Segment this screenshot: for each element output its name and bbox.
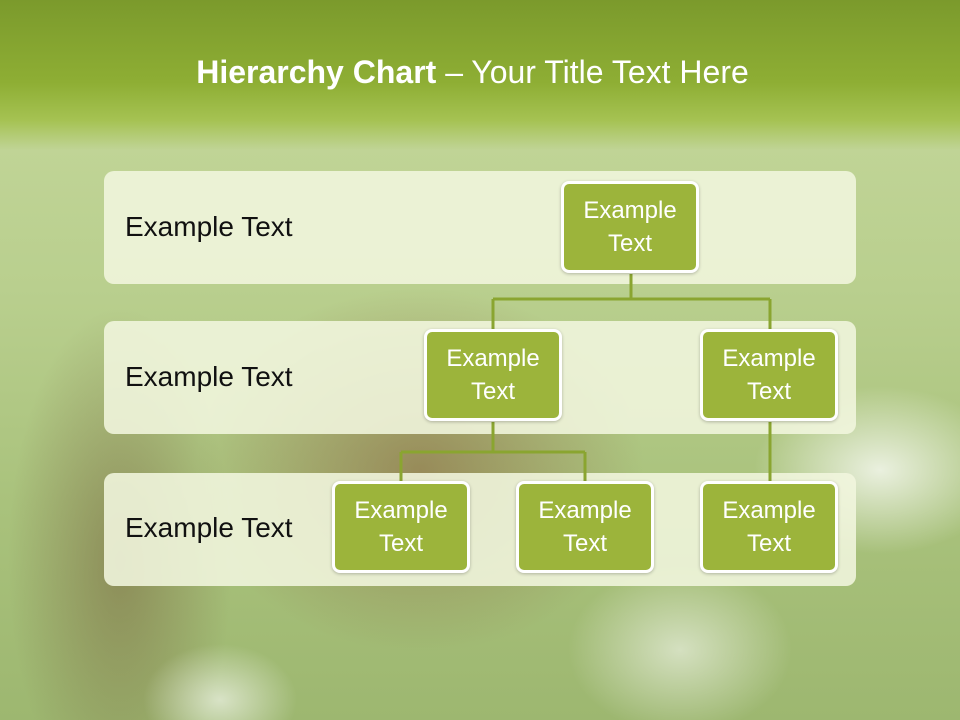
row-band-1 [104,171,856,284]
node-level2-right[interactable]: Example Text [700,329,838,421]
title-band [0,0,960,150]
node-level2-left[interactable]: Example Text [424,329,562,421]
row-label-3: Example Text [125,512,293,543]
node-level2-right-label: Example Text [722,345,816,405]
node-level3-right[interactable]: Example Text [700,481,838,573]
title-bold-part: Hierarchy Chart [196,54,437,90]
title-rest-part: – Your Title Text Here [436,54,749,90]
node-level3-right-label: Example Text [722,497,816,557]
node-level3-middle[interactable]: Example Text [516,481,654,573]
node-level3-left-label: Example Text [354,497,448,557]
node-level3-middle-label: Example Text [538,497,632,557]
row-label-1: Example Text [125,211,293,242]
row-label-2: Example Text [125,361,293,392]
node-level3-left[interactable]: Example Text [332,481,470,573]
node-root[interactable]: Example Text [561,181,699,273]
node-root-label: Example Text [583,197,677,257]
slide-title: Hierarchy Chart – Your Title Text Here [0,54,945,91]
node-level2-left-label: Example Text [446,345,540,405]
